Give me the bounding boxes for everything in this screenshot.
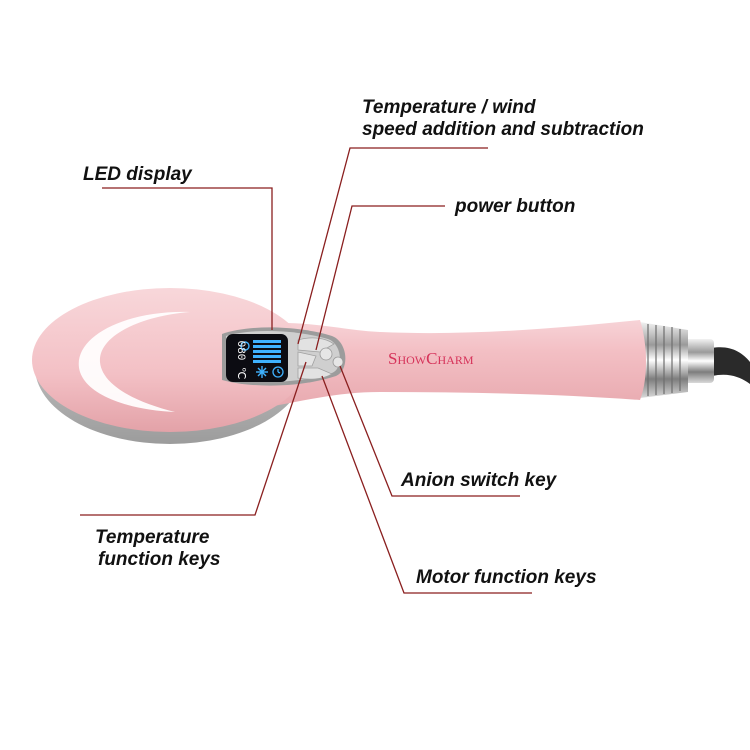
- anion-key[interactable]: [332, 356, 344, 368]
- power-key[interactable]: [319, 347, 333, 361]
- clock-icon: [272, 366, 284, 378]
- fan-icon: [240, 341, 250, 351]
- snowflake-icon: [256, 366, 268, 378]
- motor-function-key[interactable]: [297, 367, 333, 380]
- power-cord: [712, 347, 750, 384]
- temp-function-key[interactable]: [297, 351, 317, 367]
- callout-temp-function-line2: function keys: [98, 549, 221, 570]
- head-highlight: [78, 311, 190, 412]
- callout-motor-function: Motor function keys: [416, 567, 597, 588]
- leader-led-display: [102, 187, 273, 330]
- swivel-connector: [640, 322, 714, 398]
- callout-temp-function: Temperature function keys: [95, 527, 220, 571]
- leader-anion: [339, 365, 520, 497]
- led-display-screen: 080 ℃: [226, 334, 288, 382]
- leader-temp-function: [80, 361, 307, 516]
- callout-led-display: LED display: [83, 164, 192, 185]
- callout-temp-wind: Temperature / wind speed addition and su…: [362, 97, 644, 141]
- brush-head: [32, 288, 308, 432]
- leader-motor: [321, 375, 532, 594]
- button-cluster: [297, 337, 344, 380]
- leader-power: [315, 205, 445, 351]
- display-reading: 080 ℃: [234, 341, 246, 380]
- leader-temp-wind: [297, 147, 488, 345]
- callout-temp-wind-line2: speed addition and subtraction: [362, 119, 644, 140]
- callout-temp-wind-line1: Temperature / wind: [362, 97, 536, 118]
- leader-lines: [80, 147, 532, 594]
- callout-power-button: power button: [455, 196, 576, 217]
- brand-logo: SHOWCHARM: [388, 349, 474, 368]
- callout-anion-switch: Anion switch key: [401, 470, 557, 491]
- callout-temp-function-line1: Temperature: [95, 527, 210, 548]
